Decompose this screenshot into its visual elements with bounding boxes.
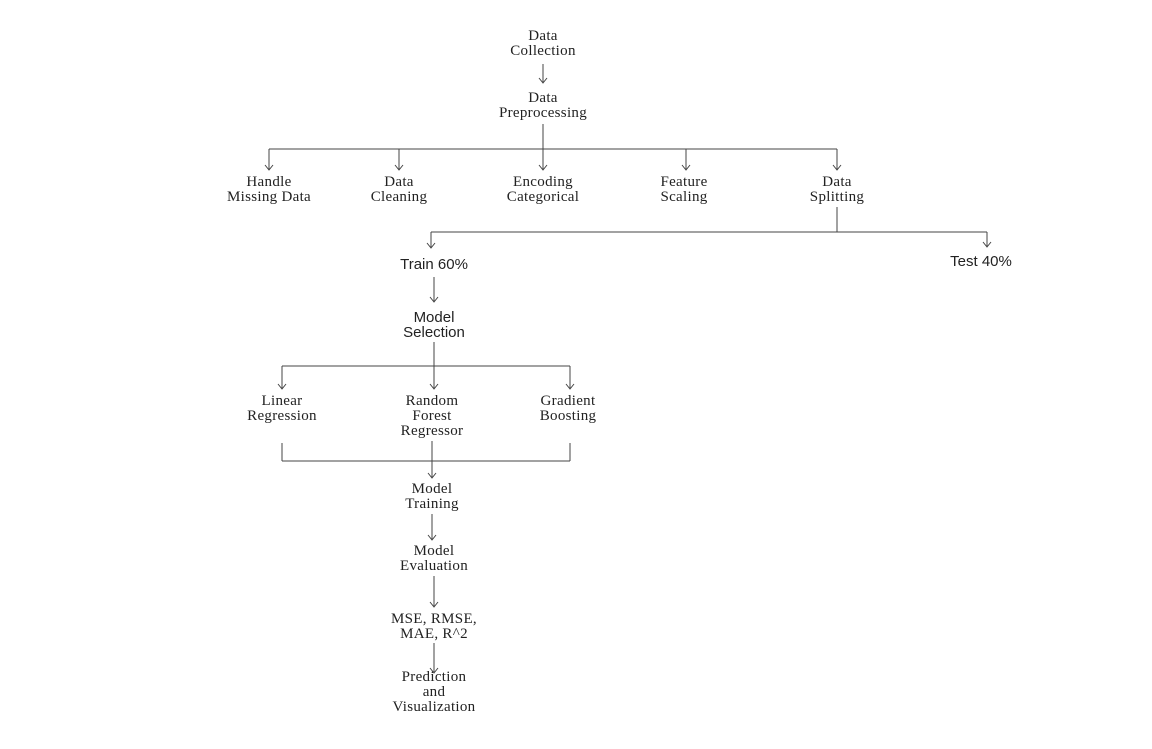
node-text: Visualization (392, 699, 476, 715)
node-text: Gradient (540, 393, 596, 409)
node-text: Linear (261, 393, 303, 409)
node-text: Cleaning (370, 189, 428, 205)
arrowhead-icon (427, 534, 437, 541)
node-prediction-visualization: Prediction and Visualization (393, 670, 476, 715)
node-text: and (422, 684, 446, 700)
node-text: Categorical (506, 189, 580, 205)
node-text: MAE, R^2 (400, 626, 468, 642)
node-text: Random (405, 393, 459, 409)
node-text: Scaling (660, 189, 708, 205)
node-text: Evaluation (400, 558, 468, 574)
node-data-preprocessing: Data Preprocessing (499, 91, 587, 121)
node-metrics: MSE, RMSE, MAE, R^2 (391, 612, 477, 642)
node-feature-scaling: Feature Scaling (660, 175, 707, 205)
node-text: MSE, RMSE, (391, 611, 477, 627)
arrowhead-icon (681, 164, 691, 171)
node-text: Model (413, 309, 455, 326)
node-linear-regression: Linear Regression (247, 394, 317, 424)
node-text: Boosting (539, 408, 597, 424)
node-model-selection: Model Selection (403, 310, 465, 340)
node-text: Data (528, 28, 558, 44)
arrowhead-icon (538, 164, 548, 171)
node-text: Data (528, 90, 558, 106)
node-model-training: Model Training (405, 482, 459, 512)
arrowhead-icon (982, 241, 992, 248)
node-text: Training (405, 496, 459, 512)
node-text: Collection (510, 43, 576, 59)
arrowhead-icon (277, 383, 287, 390)
node-gradient-boosting: Gradient Boosting (540, 394, 597, 424)
node-data-splitting: Data Splitting (810, 175, 864, 205)
node-text: Missing Data (226, 189, 312, 205)
node-text: Model (411, 481, 453, 497)
node-data-cleaning: Data Cleaning (371, 175, 428, 205)
node-text: Model (413, 543, 455, 559)
node-model-evaluation: Model Evaluation (400, 544, 468, 574)
node-text: Test 40% (950, 253, 1012, 270)
node-data-collection: Data Collection (510, 29, 576, 59)
node-text: Train 60% (400, 256, 468, 273)
node-test-40: Test 40% (950, 254, 1012, 269)
arrowhead-icon (394, 164, 404, 171)
arrowhead-icon (426, 242, 436, 249)
node-train-60: Train 60% (400, 257, 468, 272)
arrowhead-icon (429, 383, 439, 390)
node-text: Prediction (401, 669, 467, 685)
node-text: Regressor (400, 423, 464, 439)
node-text: Handle (246, 174, 292, 190)
node-text: Data (384, 174, 414, 190)
node-encoding-categorical: Encoding Categorical (507, 175, 579, 205)
node-text: Preprocessing (498, 105, 588, 121)
arrowhead-icon (429, 296, 439, 303)
arrowhead-icon (429, 667, 439, 674)
node-text: Regression (247, 408, 317, 424)
arrowhead-icon (264, 164, 274, 171)
arrowhead-icon (832, 164, 842, 171)
node-text: Forest (412, 408, 452, 424)
node-text: Feature (660, 174, 708, 190)
arrowhead-icon (429, 601, 439, 608)
arrowhead-icon (427, 472, 437, 479)
node-text: Encoding (513, 174, 573, 190)
node-text: Selection (403, 324, 465, 341)
node-handle-missing-data: Handle Missing Data (227, 175, 311, 205)
arrowhead-icon (538, 77, 548, 84)
arrowhead-icon (565, 383, 575, 390)
node-text: Data (822, 174, 852, 190)
node-random-forest-regressor: Random Forest Regressor (401, 394, 464, 439)
node-text: Splitting (809, 189, 865, 205)
